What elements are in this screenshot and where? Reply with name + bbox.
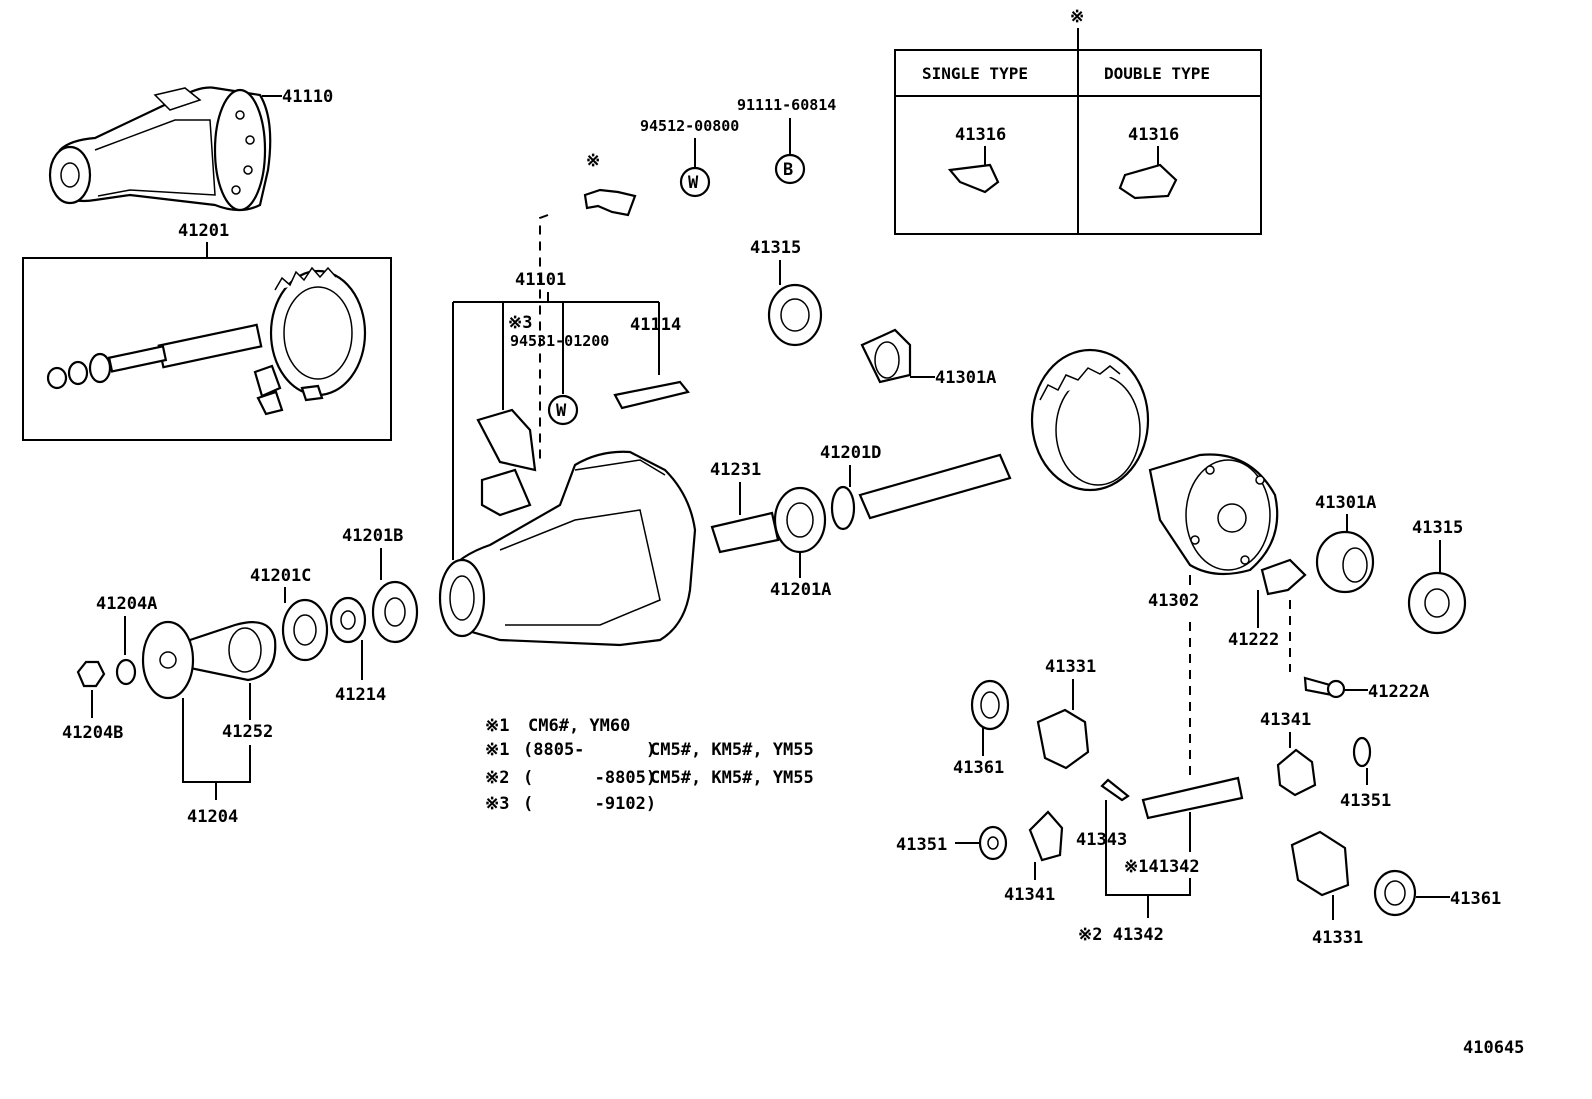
shaft-41342: [1141, 776, 1244, 820]
label-41204B: 41204B: [62, 723, 123, 743]
bolt-b-icon: [774, 153, 806, 185]
label-41341-left: 41341: [1004, 885, 1055, 905]
label-41222A: 41222A: [1368, 682, 1429, 702]
note-2-mark: ※1: [485, 740, 509, 760]
label-94531: 94531-01200: [510, 332, 609, 350]
label-41301A-right: 41301A: [1315, 493, 1376, 513]
differential-case-41302: [1148, 453, 1279, 576]
bracket-41101: [452, 292, 660, 560]
label-41331-bottom: 41331: [1312, 928, 1363, 948]
label-41201B: 41201B: [342, 526, 403, 546]
note-3-models: CM5#, KM5#, YM55: [650, 768, 814, 788]
label-41351-left: 41351: [896, 835, 947, 855]
note-3-mark: ※2: [485, 768, 509, 788]
box-41201: [22, 257, 392, 441]
label-41316-double: 41316: [1128, 125, 1179, 145]
label-41222: 41222: [1228, 630, 1279, 650]
differential-housing-drawing: [438, 450, 697, 647]
label-41343: 41343: [1076, 830, 1127, 850]
label-41201D: 41201D: [820, 443, 881, 463]
label-41341-right: 41341: [1260, 710, 1311, 730]
label-41252: 41252: [222, 722, 273, 742]
figure-id: 410645: [1463, 1038, 1524, 1058]
pinion-shaft: [858, 453, 1012, 520]
label-41114: 41114: [630, 315, 681, 335]
svg-text:B: B: [783, 160, 793, 180]
svg-text:W: W: [688, 173, 699, 193]
mark-top-bracket: ※: [586, 151, 600, 171]
label-41361-right: 41361: [1450, 889, 1501, 909]
nut-41204B: [76, 660, 106, 688]
lock-plate-top: [583, 188, 637, 217]
bearing-cap-upper: [476, 408, 537, 472]
single-plate-drawing: [947, 163, 1000, 194]
label-41214: 41214: [335, 685, 386, 705]
label-41361-left: 41361: [953, 758, 1004, 778]
label-41315-top: 41315: [750, 238, 801, 258]
lock-plate-41222: [1260, 558, 1307, 596]
label-41351-right: 41351: [1340, 791, 1391, 811]
label-41342-2: ※2 41342: [1078, 925, 1164, 945]
header-double-type: DOUBLE TYPE: [1104, 64, 1210, 83]
note-1-mark: ※1: [485, 716, 509, 736]
shim-41201D: [830, 485, 856, 531]
bearing-cap-lower: [480, 468, 532, 517]
carrier-assembly-drawing: [48, 86, 272, 212]
side-gear-41331-bottom: [1290, 830, 1350, 897]
mark-table: ※: [1070, 7, 1084, 27]
ring-pinion-drawing: [46, 266, 367, 416]
label-94512: 94512-00800: [640, 117, 739, 135]
double-plate-drawing: [1118, 163, 1178, 200]
washer-w-icon: [679, 166, 711, 198]
label-41231: 41231: [710, 460, 761, 480]
label-41301A-top: 41301A: [935, 368, 996, 388]
washer-symbol-icon: [547, 394, 579, 426]
label-41204A: 41204A: [96, 594, 157, 614]
label-41110: 41110: [282, 87, 333, 107]
note-3-range: ( -8805): [523, 768, 656, 788]
notes-block: ※1 CM6#, YM60 ※1 (8805- ) CM5#, KM5#, YM…: [485, 716, 814, 814]
washer-41204A: [115, 658, 137, 686]
bolt-41114-drawing: [613, 380, 690, 410]
pinion-41341-left: [1028, 810, 1064, 862]
note-2-range: (8805- ): [523, 740, 656, 760]
spacer-41231: [710, 511, 780, 554]
label-41316-single: 41316: [955, 125, 1006, 145]
note-4-range: ( -9102): [523, 794, 656, 814]
header-single-type: SINGLE TYPE: [922, 64, 1028, 83]
label-ref3: ※3: [508, 313, 532, 333]
label-41331-top: 41331: [1045, 657, 1096, 677]
pinion-41341-right: [1276, 748, 1317, 797]
label-91111: 91111-60814: [737, 96, 836, 114]
label-41201C: 41201C: [250, 566, 311, 586]
label-41302: 41302: [1148, 591, 1199, 611]
side-gear-41331-top: [1036, 708, 1090, 770]
label-41315-right: 41315: [1412, 518, 1463, 538]
svg-text:W: W: [556, 401, 567, 421]
label-41201A: 41201A: [770, 580, 831, 600]
note-2-models: CM5#, KM5#, YM55: [650, 740, 814, 760]
pin-41343: [1100, 778, 1130, 802]
label-41204: 41204: [187, 807, 238, 827]
note-1-models: CM6#, YM60: [528, 716, 630, 736]
label-41342-1: ※141342: [1124, 857, 1200, 877]
label-41201: 41201: [178, 221, 229, 241]
note-4-mark: ※3: [485, 794, 509, 814]
washer-41351-right: [1352, 736, 1372, 768]
